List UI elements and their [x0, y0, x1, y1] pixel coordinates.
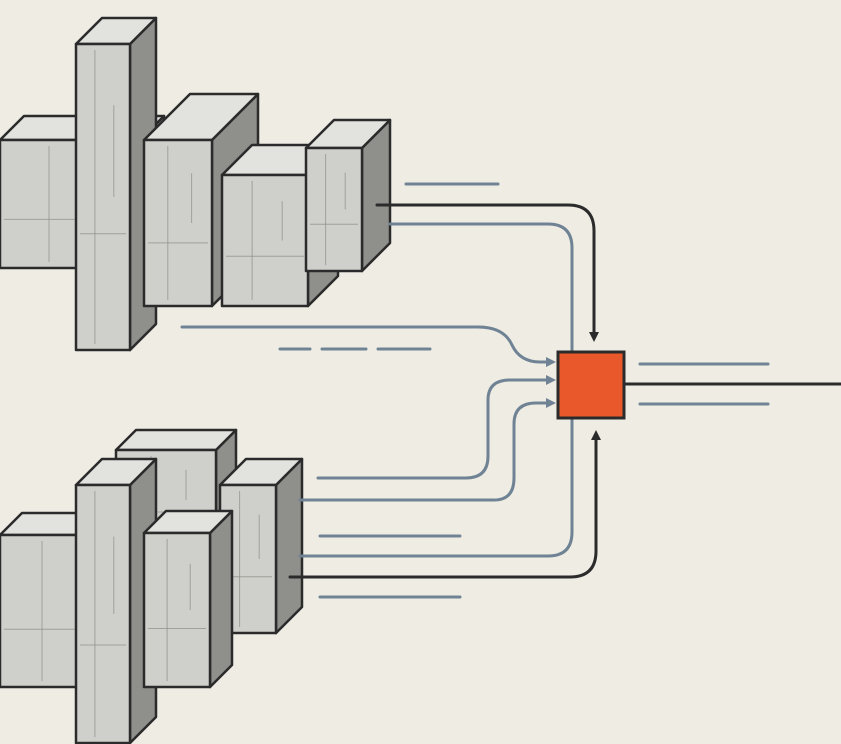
upper-right-block	[304, 118, 392, 273]
lower-front-block	[142, 509, 234, 689]
middle-light-connector	[180, 325, 556, 367]
lower-block-stack	[0, 428, 304, 744]
connectors	[180, 203, 841, 579]
upper-block-stack	[0, 16, 392, 352]
merge-node	[556, 350, 626, 420]
lower-right-block	[218, 457, 304, 635]
speed-lines	[278, 182, 770, 599]
upper-dark-connector	[375, 203, 599, 342]
lower-light-connector-2	[298, 398, 556, 502]
upper-light-connector	[388, 222, 574, 352]
lower-light-connector-3	[298, 418, 574, 558]
lower-dark-connector	[288, 430, 601, 579]
lower-light-connector-1	[316, 375, 556, 480]
